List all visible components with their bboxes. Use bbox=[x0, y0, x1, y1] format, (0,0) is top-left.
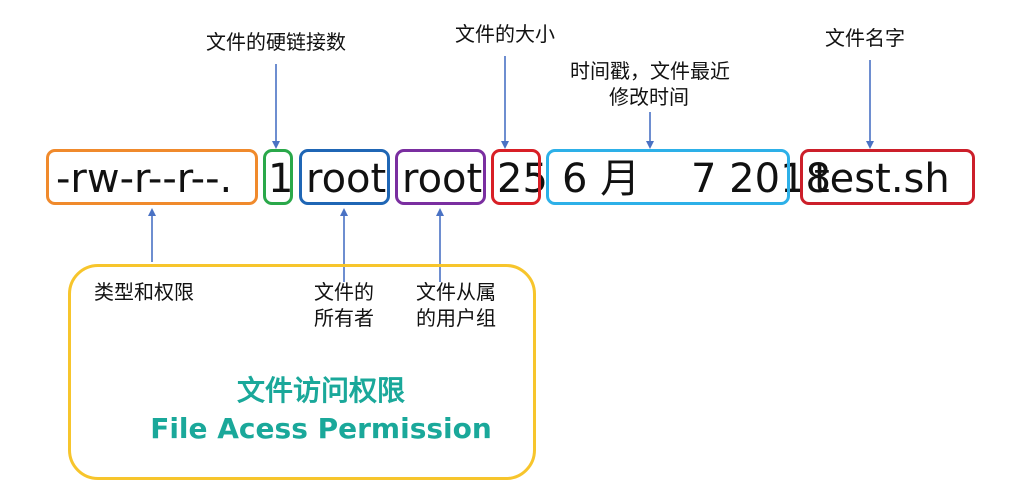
file-name: test.sh bbox=[814, 156, 950, 202]
filename-box bbox=[800, 149, 975, 205]
hard-link-label: 文件的硬链接数 bbox=[206, 30, 346, 54]
group-label-line2: 的用户组 bbox=[416, 306, 496, 330]
hard-link-box bbox=[263, 149, 293, 205]
owner-label-line2: 所有者 bbox=[314, 306, 374, 330]
owner-box bbox=[299, 149, 390, 205]
owner-label-line1: 文件的 bbox=[314, 280, 374, 304]
permission-legend-box bbox=[68, 264, 536, 480]
permission-box bbox=[46, 149, 258, 205]
timestamp-label-line1: 时间戳，文件最近 bbox=[570, 59, 730, 83]
permission-string: -rw-r--r--. bbox=[56, 156, 233, 202]
filename-label: 文件名字 bbox=[825, 26, 905, 50]
group-box bbox=[395, 149, 486, 205]
legend-title-english: File Acess Permission bbox=[150, 412, 492, 445]
size-label: 文件的大小 bbox=[455, 22, 555, 46]
modification-time: 6 月 7 2018 bbox=[562, 156, 831, 202]
group-label-line1: 文件从属 bbox=[416, 280, 496, 304]
size-box bbox=[491, 149, 541, 205]
type-permission-label: 类型和权限 bbox=[94, 280, 194, 304]
hard-link-count: 1 bbox=[268, 156, 294, 202]
timestamp-label-line2: 修改时间 bbox=[609, 85, 689, 109]
time-box bbox=[546, 149, 790, 205]
legend-title-chinese: 文件访问权限 bbox=[236, 374, 405, 407]
owner-name: root bbox=[306, 156, 387, 202]
group-name: root bbox=[402, 156, 483, 202]
